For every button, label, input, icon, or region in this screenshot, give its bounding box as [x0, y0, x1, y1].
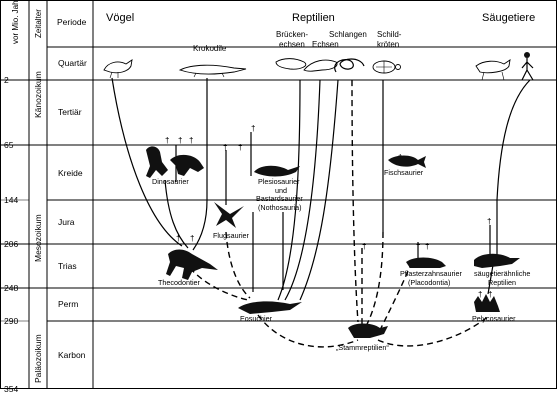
group-birds: Vögel	[106, 12, 134, 24]
ichthyosaur-icon	[388, 155, 426, 168]
group-reptiles: Reptilien	[292, 12, 335, 24]
period-permian: Perm	[58, 299, 78, 309]
label-ichthyosaurs: Fischsaurier	[384, 168, 424, 177]
extinction-marks: † † † † † † † † † † † † † † †	[165, 124, 492, 299]
crocodile-icon	[178, 64, 247, 78]
period-quaternary: Quartär	[58, 58, 87, 68]
group-mammals: Säugetiere	[482, 12, 535, 24]
label-pelycosaurs: Pelycosaurier	[472, 314, 516, 323]
pterosaur-icon	[214, 202, 244, 228]
lineage-stem-root	[257, 314, 359, 348]
lineage-dinosaurs	[164, 179, 189, 249]
stem-reptile-icon	[348, 323, 388, 338]
fox-icon	[475, 59, 511, 81]
era-axis-header: Zeitalter	[34, 9, 43, 38]
lineage-lizards	[284, 79, 321, 301]
label-snakes: Schlangen	[329, 30, 367, 39]
label-plesiosaurs: und	[275, 186, 287, 195]
lineages	[111, 77, 531, 348]
period-boundaries	[0, 46, 557, 322]
period-cretaceous: Kreide	[58, 168, 83, 178]
placodont-icon	[406, 257, 446, 268]
lineage-snakes	[299, 79, 339, 301]
label-stem-reptiles: „Stammreptilien“	[336, 343, 389, 352]
age-label: 354	[4, 384, 18, 394]
dagger-icon: †	[238, 143, 242, 152]
bird-icon	[103, 59, 133, 79]
lineage-tuatara	[277, 79, 301, 301]
dagger-icon: †	[487, 217, 491, 226]
dagger-icon: †	[165, 136, 169, 145]
dagger-icon: †	[189, 136, 193, 145]
period-jurassic: Jura	[58, 217, 75, 227]
tuatara-icon	[275, 58, 307, 70]
label-placodonts: (Placodontia)	[408, 278, 450, 287]
label-dinosaurs: Dinosaurier	[152, 177, 189, 186]
dagger-icon: †	[223, 143, 227, 152]
dagger-icon: †	[416, 242, 420, 251]
dagger-icon: †	[251, 124, 255, 133]
label-thecodonts: Thecodontier	[158, 278, 201, 287]
era-paleozoic: Paläozoikum	[33, 334, 43, 383]
thecodont-icon	[166, 249, 218, 280]
period-labels: Quartär Tertiär Kreide Jura Trias Perm K…	[58, 58, 87, 360]
label-pterosaurs: Flugsaurier	[213, 231, 250, 240]
chart-frame	[0, 0, 557, 389]
period-tertiary: Tertiär	[58, 107, 82, 117]
age-label: 248	[4, 283, 18, 293]
label-tuatara: echsen	[279, 40, 305, 49]
plesiosaur-icon	[254, 165, 300, 177]
dagger-icon: †	[190, 234, 194, 243]
period-carboniferous: Karbon	[58, 350, 86, 360]
label-turtles: Schild-	[377, 30, 402, 39]
dagger-icon: †	[178, 136, 182, 145]
dagger-icon: †	[488, 290, 492, 299]
label-lizards: Echsen	[312, 40, 339, 49]
lineage-birds	[111, 77, 183, 247]
therapsid-icon	[474, 253, 520, 268]
age-label: 2	[4, 75, 9, 85]
label-plesiosaurs: (Nothosauria)	[258, 203, 302, 212]
age-label: 206	[4, 239, 18, 249]
lineage-ichthyosaurs	[351, 79, 359, 323]
dagger-icon: †	[425, 242, 429, 251]
age-label: 290	[4, 316, 18, 326]
age-axis-header: vor Mio. Jahren	[11, 0, 20, 44]
human-icon	[521, 52, 534, 81]
lineage-crocodiles	[192, 78, 208, 251]
dagger-icon: †	[176, 234, 180, 243]
eosuchian-icon	[238, 301, 302, 314]
age-label: 144	[4, 195, 18, 205]
label-placodonts: Pflasterzahnsaurier	[400, 269, 463, 278]
label-eosuchians: Eosuchier	[240, 314, 273, 323]
snake-icon	[334, 58, 365, 73]
dagger-icon: †	[362, 242, 366, 251]
label-turtles: kröten	[377, 40, 399, 49]
lineage-mammals	[496, 79, 531, 255]
label-plesiosaurs: Bastardsaurier	[256, 194, 303, 203]
label-therapsids: säugetierähnliche	[474, 269, 530, 278]
era-mesozoic: Mesozoikum	[33, 214, 43, 262]
label-crocodiles: Krokodile	[193, 44, 227, 53]
label-therapsids: Reptilien	[488, 278, 516, 287]
age-labels: 2 65 144 206 248 290 354	[4, 75, 18, 394]
period-triassic: Trias	[58, 261, 77, 271]
age-label: 65	[4, 140, 14, 150]
pelycosaur-icon	[474, 294, 500, 312]
turtle-icon	[372, 60, 401, 74]
era-cenozoic: Känozoikum	[33, 71, 43, 118]
lizard-icon	[303, 59, 338, 72]
dinosaur-icon	[146, 146, 204, 178]
label-plesiosaurs: Plesiosaurier	[258, 177, 300, 186]
period-header: Periode	[57, 17, 87, 27]
dagger-icon: †	[478, 290, 482, 299]
label-tuatara: Brücken-	[276, 30, 308, 39]
